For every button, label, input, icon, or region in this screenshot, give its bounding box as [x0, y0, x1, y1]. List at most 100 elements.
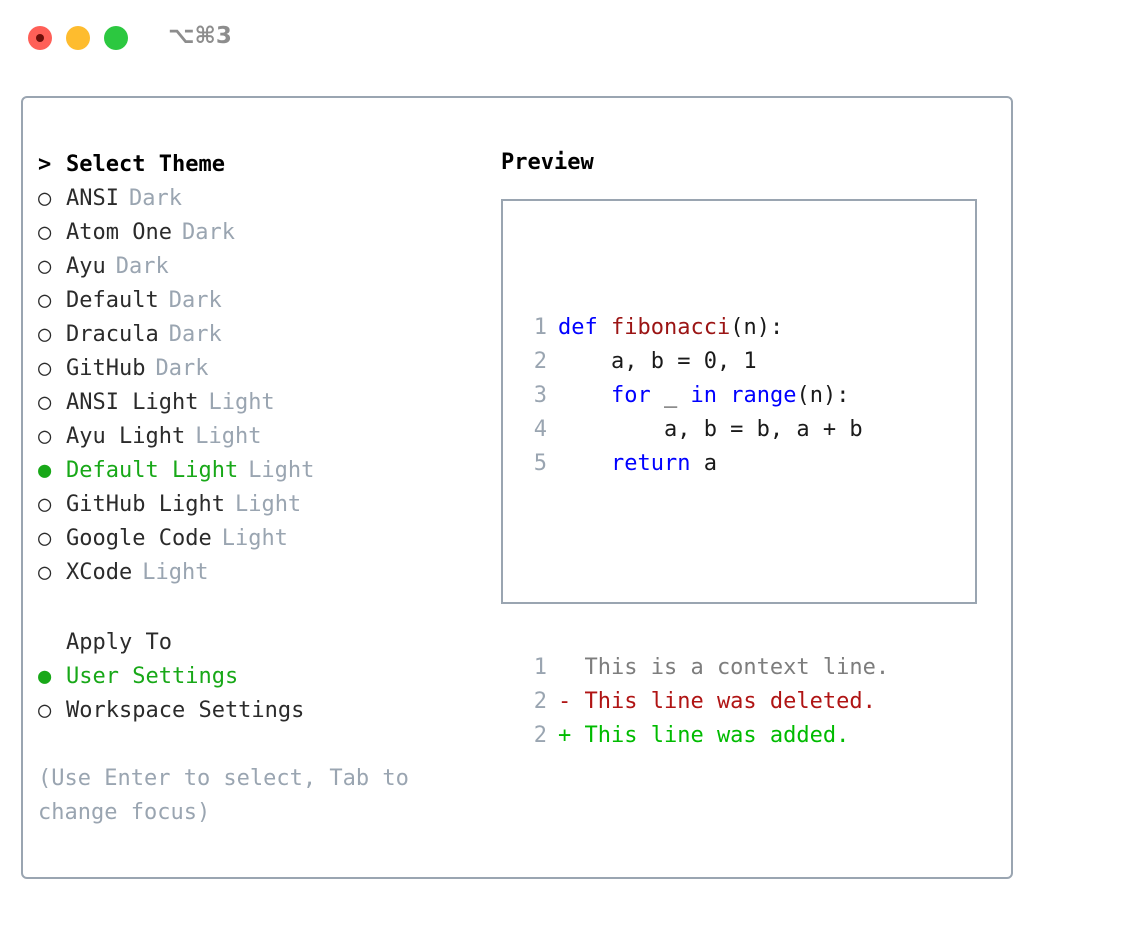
code-line: 4 a, b = b, a + b [515, 413, 889, 447]
theme-option-xcode[interactable]: ○ XCode Light [38, 556, 478, 590]
theme-option-label: Atom One [66, 220, 172, 245]
theme-option-badge: Dark [181, 220, 235, 245]
line-number: 2 [533, 723, 547, 748]
keyboard-shortcut-label: ⌥⌘3 [168, 23, 232, 49]
caret-icon: > [38, 152, 52, 177]
apply-to-options-list: ●User Settings ○ Workspace Settings [38, 660, 478, 728]
apply-to-header: ○ Apply To [38, 626, 478, 660]
code-token: return [610, 451, 691, 476]
theme-option-dracula[interactable]: ○ Dracula Dark [38, 318, 478, 352]
theme-option-github[interactable]: ○ GitHub Dark [38, 352, 478, 386]
theme-option-label: Dracula [66, 322, 159, 347]
apply-to-option-label: Workspace Settings [66, 698, 305, 723]
window-titlebar: ⌥⌘3 [0, 0, 1140, 78]
theme-option-label: XCode [66, 560, 133, 585]
code-line: 3 for _ in range(n): [515, 379, 889, 413]
close-button-icon[interactable] [28, 26, 52, 50]
radio-unselected-icon: ○ [38, 424, 52, 449]
theme-option-ansi[interactable]: ○ ANSI Dark [38, 182, 478, 216]
line-number: 2 [533, 349, 547, 374]
code-token: - This line was deleted. [558, 689, 876, 714]
code-token: + This line was added. [558, 723, 850, 748]
theme-option-badge: Light [142, 560, 209, 585]
radio-unselected-icon: ○ [38, 560, 52, 585]
radio-unselected-icon: ○ [38, 390, 52, 415]
radio-unselected-icon: ○ [38, 356, 52, 381]
code-token: a [690, 451, 717, 476]
theme-option-badge: Dark [128, 186, 182, 211]
section-spacer [38, 590, 478, 626]
code-line: 5 return a [515, 447, 889, 481]
line-number: 4 [533, 417, 547, 442]
code-line: 1 def fibonacci(n): [515, 311, 889, 345]
line-number: 1 [533, 315, 547, 340]
radio-unselected-icon: ○ [38, 526, 52, 551]
theme-option-badge: Light [195, 424, 262, 449]
theme-option-label: Ayu [66, 254, 106, 279]
apply-to-option-workspace-settings[interactable]: ○ Workspace Settings [38, 694, 478, 728]
radio-unselected-icon: ○ [38, 220, 52, 245]
theme-option-default-light[interactable]: ● Default Light Light [38, 454, 478, 488]
line-number: 2 [533, 689, 547, 714]
theme-option-badge: Light [221, 526, 288, 551]
diff-sample: 1 This is a context line. 2 - This line wa… [515, 651, 889, 753]
radio-unselected-icon: ○ [38, 492, 52, 517]
radio-unselected-icon: ○ [38, 186, 52, 211]
code-token: range [730, 383, 797, 408]
theme-option-label: Default Light [66, 458, 239, 483]
code-token: a, b = 0, 1 [558, 349, 757, 374]
theme-option-atom-one[interactable]: ○ Atom One Dark [38, 216, 478, 250]
code-blank-line [515, 549, 889, 583]
radio-selected-icon: ● [38, 458, 52, 483]
code-token: _ [650, 383, 691, 408]
select-theme-title: Select Theme [66, 152, 225, 177]
apply-to-option-label: User Settings [66, 664, 239, 689]
code-token: in [690, 383, 717, 408]
apply-to-marker-spacer: ○ [38, 626, 66, 660]
diff-line: 1 This is a context line. [515, 651, 889, 685]
apply-to-option-user-settings[interactable]: ●User Settings [38, 660, 478, 694]
code-line: 2 a, b = 0, 1 [515, 345, 889, 379]
theme-option-badge: Light [208, 390, 275, 415]
code-token: fibonacci [610, 315, 731, 340]
code-token [717, 379, 730, 413]
line-number: 1 [533, 655, 547, 680]
radio-unselected-icon: ○ [38, 288, 52, 313]
theme-option-label: ANSI [66, 186, 119, 211]
code-token [558, 447, 611, 481]
theme-option-badge: Dark [168, 322, 222, 347]
preview-title: Preview [501, 150, 594, 175]
code-token [558, 379, 611, 413]
select-theme-header: > Select Theme [38, 148, 478, 182]
apply-to-title: Apply To [66, 630, 172, 655]
code-token: a, b = b, a + b [558, 417, 863, 442]
theme-option-badge: Light [248, 458, 315, 483]
theme-option-label: Ayu Light [66, 424, 186, 449]
keyboard-hint-text: (Use Enter to select, Tab to change focu… [38, 766, 409, 825]
line-number: 3 [533, 383, 547, 408]
theme-option-badge: Dark [155, 356, 209, 381]
radio-unselected-icon: ○ [38, 698, 52, 723]
code-token: This is a context line. [558, 655, 890, 680]
radio-unselected-icon: ○ [38, 322, 52, 347]
code-token: (n): [730, 315, 784, 340]
theme-option-ayu-light[interactable]: ○ Ayu Light Light [38, 420, 478, 454]
code-token: def [558, 315, 611, 340]
maximize-button-icon[interactable] [104, 26, 128, 50]
theme-option-label: GitHub [66, 356, 146, 381]
theme-option-badge: Light [234, 492, 302, 517]
minimize-button-icon[interactable] [66, 26, 90, 50]
